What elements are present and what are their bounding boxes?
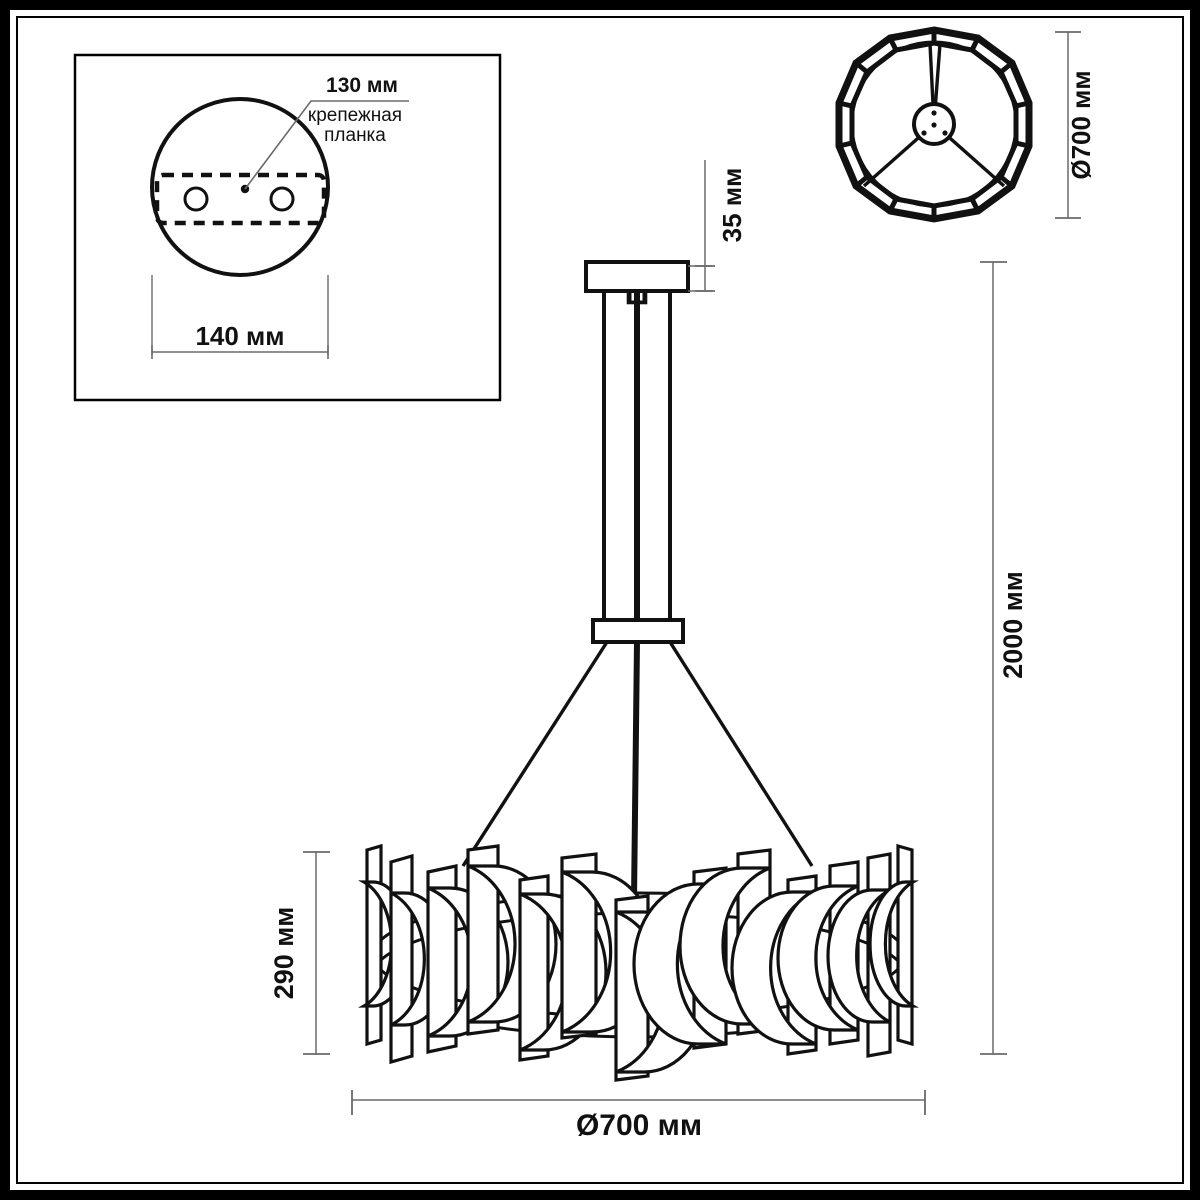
front-elevation-view: 35 мм — [269, 160, 1028, 1142]
top-plan-view: Ø700 мм — [835, 26, 1096, 223]
shade-height-label: 290 мм — [269, 907, 299, 1000]
ceiling-canopy — [584, 260, 690, 293]
leader-line — [244, 100, 409, 190]
cable-center-lower — [631, 641, 640, 901]
shade-segment — [868, 843, 919, 1047]
ring-inner-circle — [850, 40, 1018, 208]
junction-block — [591, 618, 685, 644]
shade-plate — [426, 864, 458, 1054]
shade-plate — [389, 853, 414, 1065]
cable-right-lower — [668, 641, 814, 867]
shade-plate — [466, 844, 500, 1036]
topview-diameter-label: Ø700 мм — [1066, 70, 1096, 179]
mounting-bracket-outline — [154, 172, 327, 226]
detail-plate-width-label: 130 мм — [326, 74, 398, 97]
shade-diameter-label: Ø700 мм — [576, 1109, 702, 1142]
bracket-hole-right — [269, 186, 295, 212]
shade-plate — [560, 852, 598, 1040]
hub-dot-left — [921, 130, 927, 136]
shade-plate — [365, 843, 383, 1047]
hub-dot-top — [931, 110, 937, 116]
cable-left-lower — [461, 641, 609, 867]
bracket-annotation-line2: планка — [324, 125, 386, 146]
hub-dot-center — [931, 122, 937, 128]
detail-canopy-diameter-label: 140 мм — [195, 321, 284, 351]
top-view-ring — [835, 26, 1033, 223]
ring-facet-ticks — [838, 30, 1030, 219]
inner-border — [16, 16, 1184, 1184]
canopy-height-label: 35 мм — [717, 168, 747, 243]
bracket-annotation-line1: крепежная — [308, 105, 402, 126]
shade-ring — [358, 843, 919, 1082]
shade-glass-halfmoon — [776, 884, 859, 1032]
shade-glass-halfmoon — [826, 888, 891, 1024]
bracket-hole-left — [183, 186, 209, 212]
total-drop-label: 2000 мм — [998, 571, 1028, 679]
shade-glass-halfmoon — [678, 866, 771, 1026]
hub-dot-right — [942, 130, 948, 136]
shade-plate — [518, 874, 550, 1062]
shade-glass-halfmoon — [730, 890, 817, 1046]
shade-glass-halfmoon — [868, 880, 919, 1008]
canopy-circle — [150, 97, 330, 277]
shade-plate — [896, 843, 914, 1047]
detail-view: 130 мм крепежная планка 140 мм — [73, 53, 502, 402]
